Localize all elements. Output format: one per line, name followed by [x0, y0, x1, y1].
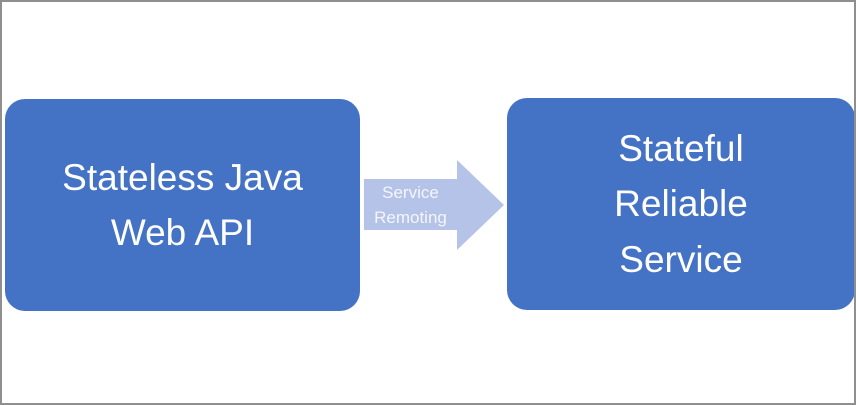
stateless-java-web-api-box: Stateless Java Web API	[5, 99, 360, 311]
stateful-reliable-service-label: Stateful Reliable Service	[614, 127, 748, 280]
stateless-java-web-api-label: Stateless Java Web API	[62, 156, 303, 254]
right-arrow-shape	[364, 160, 504, 250]
right-arrow-polygon	[364, 160, 504, 250]
stateful-reliable-service-box: Stateful Reliable Service	[507, 98, 854, 310]
